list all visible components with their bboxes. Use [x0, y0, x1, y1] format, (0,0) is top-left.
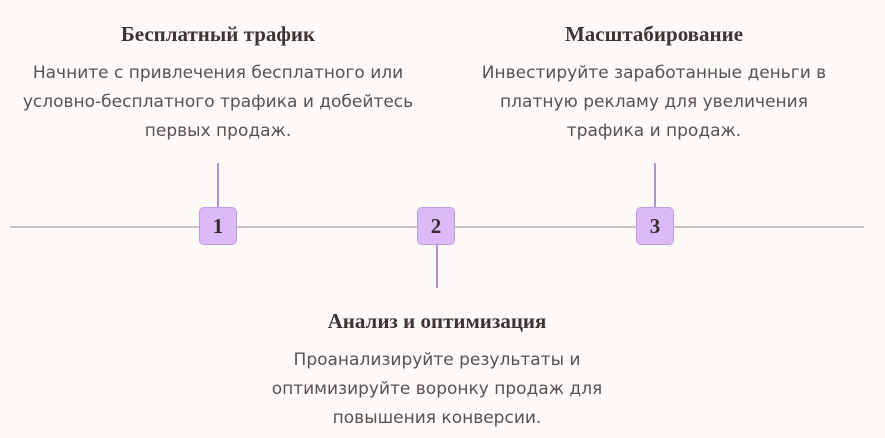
step-2-title: Анализ и оптимизация [327, 309, 547, 333]
step-1-description: Начните с привлечения бесплатного или ус… [22, 63, 414, 141]
step-3-description: Инвестируйте заработанные деньги в платн… [481, 63, 827, 141]
step-2-text: Анализ и оптимизация Проанализируйте рез… [247, 308, 627, 433]
step-1-marker: 1 [199, 207, 237, 245]
step-1-connector [217, 163, 219, 207]
step-2-description: Проанализируйте результаты и оптимизируй… [271, 350, 603, 428]
step-3-marker: 3 [636, 207, 674, 245]
step-2-connector [436, 245, 438, 288]
step-3-title: Масштабирование [564, 22, 744, 46]
step-1-title: Бесплатный трафик [120, 22, 316, 46]
step-3-text: Масштабирование Инвестируйте заработанны… [459, 21, 849, 146]
step-3-connector [654, 163, 656, 207]
step-2-marker: 2 [417, 207, 455, 245]
step-1-text: Бесплатный трафик Начните с привлечения … [18, 21, 418, 146]
